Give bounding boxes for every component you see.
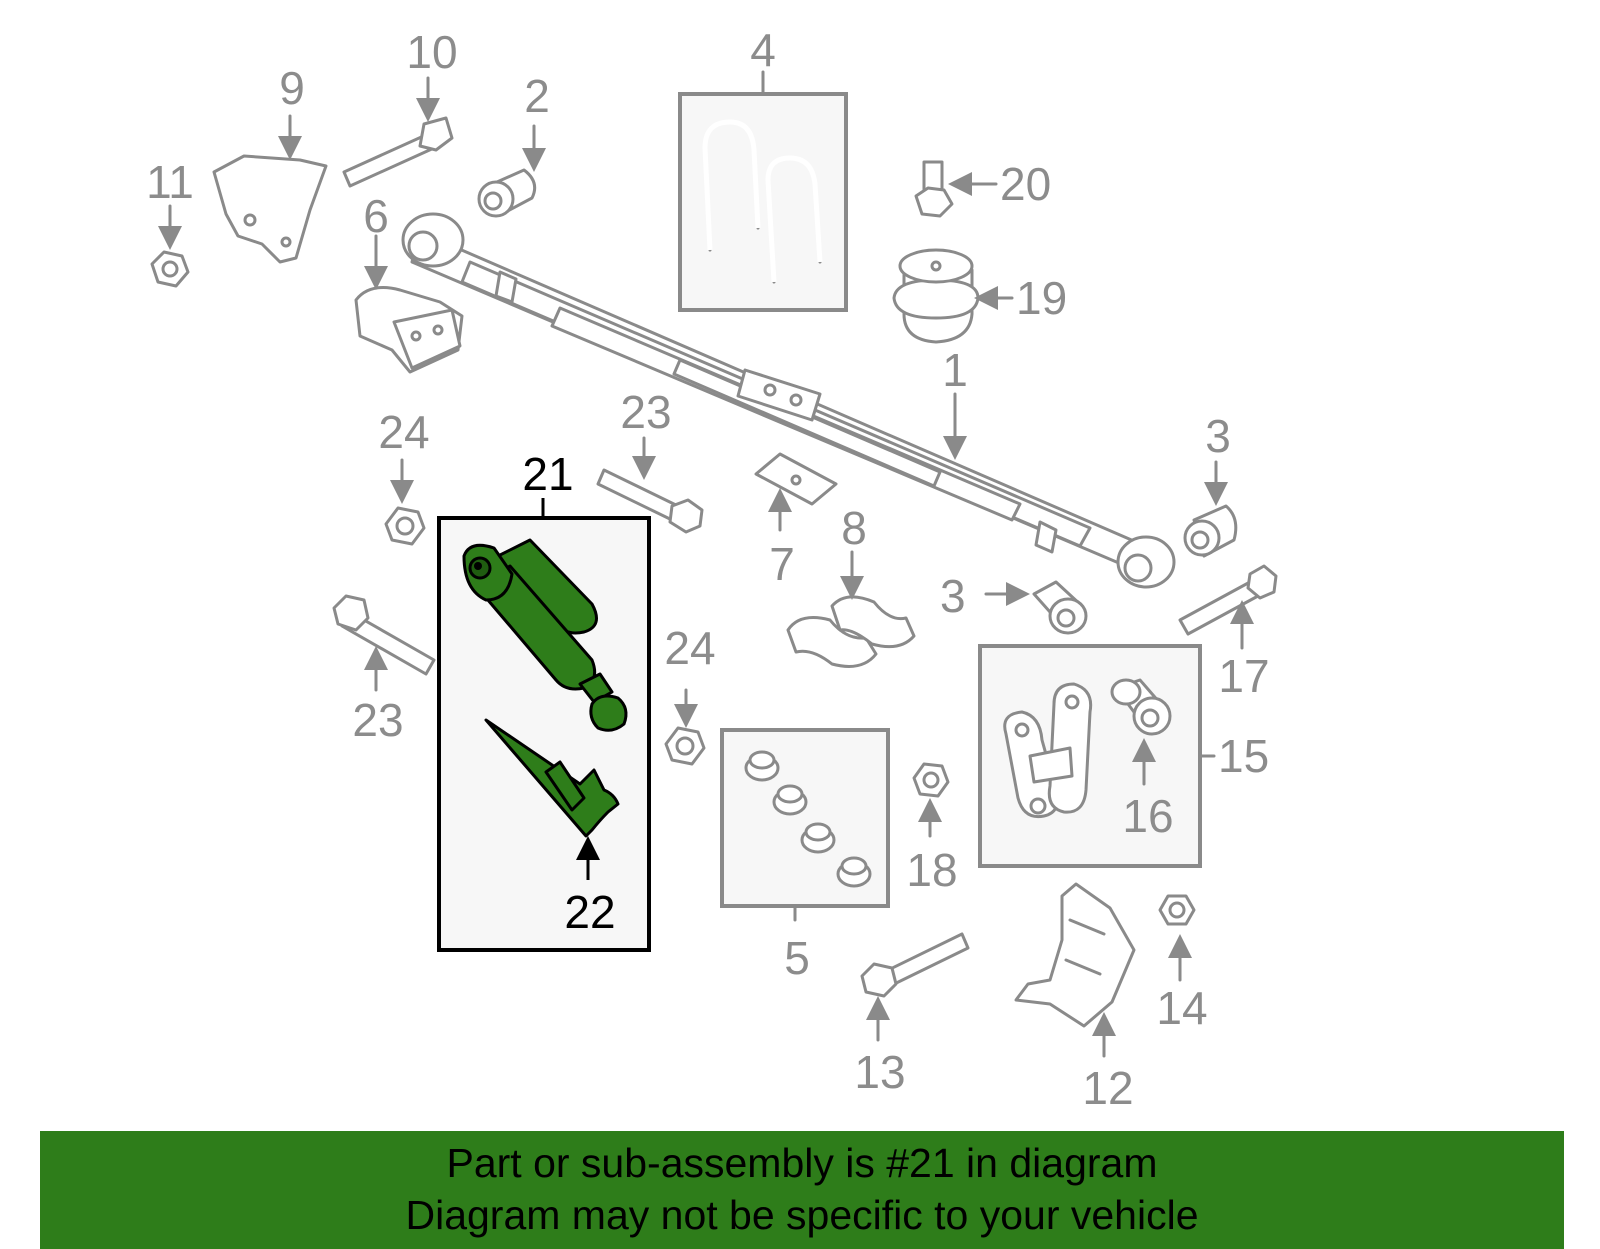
callout-4: 4 <box>750 24 776 76</box>
part-5-bushing-kit[interactable]: 5 <box>720 728 890 984</box>
callout-3-right: 3 <box>1205 410 1231 462</box>
callout-3-middle: 3 <box>940 570 966 622</box>
part-18-nut[interactable]: 18 <box>906 762 958 896</box>
part-24-nut-lower[interactable]: 24 <box>664 622 716 766</box>
part-8-spring-seat[interactable]: 8 <box>786 502 916 668</box>
part-4-ubolt-kit[interactable]: 4 <box>678 24 848 312</box>
part-6-spring-block[interactable]: 6 <box>354 190 464 374</box>
callout-5: 5 <box>784 932 810 984</box>
callout-8: 8 <box>841 502 867 554</box>
part-10-bolt[interactable]: 10 <box>342 26 458 188</box>
callout-18: 18 <box>906 844 957 896</box>
callout-13: 13 <box>854 1046 905 1098</box>
callout-9: 9 <box>279 62 305 114</box>
banner-line-2: Diagram may not be specific to your vehi… <box>405 1192 1199 1238</box>
part-2-bushing[interactable]: 2 <box>477 70 550 218</box>
part-17-bolt[interactable]: 17 <box>1178 564 1278 702</box>
part-13-bolt[interactable]: 13 <box>854 932 970 1098</box>
callout-10: 10 <box>406 26 457 78</box>
part-1-leaf-spring[interactable]: 1 <box>401 212 1176 589</box>
part-9-hanger-bracket[interactable]: 9 <box>212 62 328 264</box>
callout-19: 19 <box>1016 272 1067 324</box>
callout-15: 15 <box>1218 730 1269 782</box>
part-21-shock-absorber-assembly[interactable]: 21 22 <box>437 448 651 952</box>
part-3-bushing-right[interactable]: 3 <box>1183 410 1238 558</box>
part-11-nut[interactable]: 11 <box>146 156 194 288</box>
part-7-spring-plate[interactable]: 7 <box>754 452 838 590</box>
callout-6: 6 <box>363 190 389 242</box>
callout-21: 21 <box>522 448 573 500</box>
callout-20: 20 <box>1000 158 1051 210</box>
callout-16: 16 <box>1122 790 1173 842</box>
banner-line-1: Part or sub-assembly is #21 in diagram <box>446 1140 1158 1186</box>
callout-2: 2 <box>524 70 550 122</box>
callout-1: 1 <box>942 344 968 396</box>
callout-24-upper: 24 <box>378 406 429 458</box>
info-banner: Part or sub-assembly is #21 in diagram D… <box>40 1131 1564 1249</box>
callout-22: 22 <box>564 886 615 938</box>
part-12-shield[interactable]: 12 <box>1014 882 1136 1114</box>
part-24-nut-upper[interactable]: 24 <box>378 406 430 546</box>
part-23-bolt-lower[interactable]: 23 <box>332 594 436 746</box>
part-19-bump-stop[interactable]: 19 <box>892 248 1067 344</box>
parts-diagram: 4 1 2 10 9 <box>146 24 1278 1114</box>
part-23-bolt-upper[interactable]: 23 <box>596 386 704 534</box>
part-3-bushing-middle[interactable]: 3 <box>940 570 1088 635</box>
callout-23-lower: 23 <box>352 694 403 746</box>
callout-24-lower: 24 <box>664 622 715 674</box>
callout-12: 12 <box>1082 1062 1133 1114</box>
callout-14: 14 <box>1156 982 1207 1034</box>
callout-23-upper: 23 <box>620 386 671 438</box>
callout-7: 7 <box>769 538 795 590</box>
part-14-nut[interactable]: 14 <box>1156 894 1208 1034</box>
part-20-bolt[interactable]: 20 <box>914 158 1051 218</box>
callout-11: 11 <box>146 156 194 208</box>
callout-17: 17 <box>1218 650 1269 702</box>
part-15-shackle-kit[interactable]: 16 15 <box>978 644 1269 868</box>
